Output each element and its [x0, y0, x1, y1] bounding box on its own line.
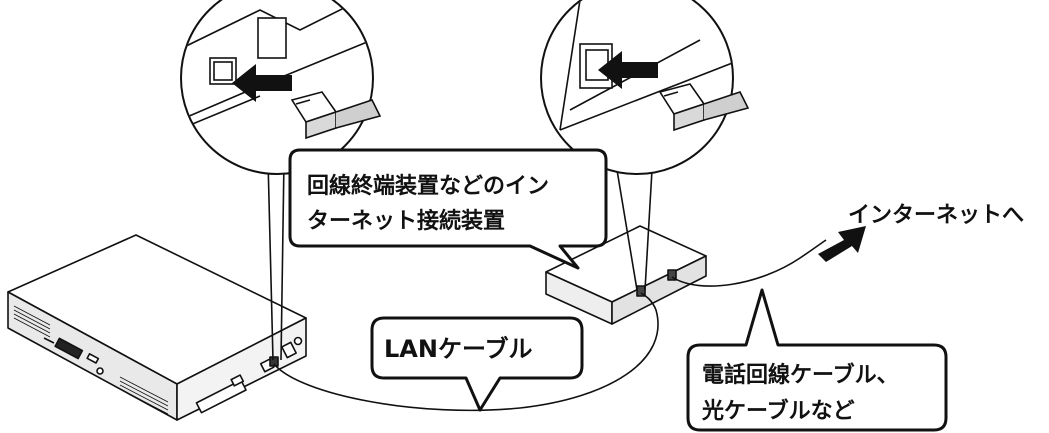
device-callout-line2: ターネット接続装置: [307, 208, 505, 234]
device-callout-line1: 回線終端装置などのイン: [307, 173, 549, 199]
internet-label: インターネットへ: [848, 203, 1024, 228]
network-termination-device: [545, 225, 707, 325]
device-callout: 回線終端装置などのイン ターネット接続装置: [288, 148, 608, 270]
arrow-left-icon: [232, 64, 292, 102]
computer-unit: [7, 234, 307, 421]
phone-cable-line: [671, 239, 827, 287]
ethernet-plug-icon: [290, 91, 382, 140]
phone-callout-line2: 光ケーブルなど: [701, 398, 855, 424]
lan-cable-line: [273, 292, 659, 412]
cables: [267, 159, 827, 412]
magnified-pc-port: [180, 0, 382, 175]
ethernet-plug-icon: [658, 83, 750, 132]
internet-destination: インターネットへ: [818, 203, 1024, 262]
phone-callout-line1: 電話回線ケーブル、: [702, 362, 899, 388]
arrow-left-icon: [598, 51, 658, 89]
phone-cable-callout: 電話回線ケーブル、 光ケーブルなど: [686, 288, 948, 432]
lan-cable-label: LANケーブル: [384, 335, 533, 363]
lan-cable-callout: LANケーブル: [370, 316, 584, 412]
arrow-up-right-icon: [818, 226, 866, 262]
magnified-device-port: [540, 0, 750, 175]
